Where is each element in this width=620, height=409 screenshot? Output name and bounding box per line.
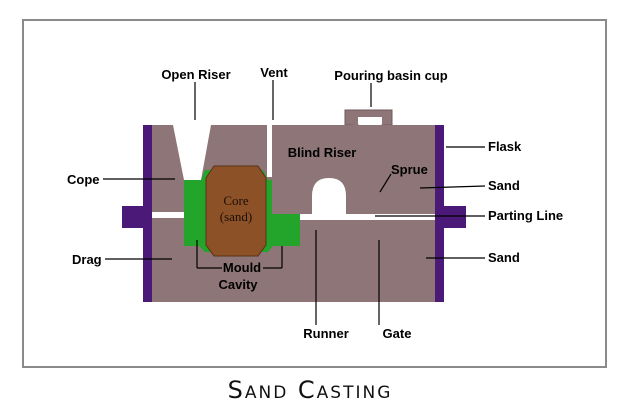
label-flask: Flask	[488, 139, 522, 154]
flask-wall-right	[435, 125, 444, 302]
label-mould: Mould	[223, 260, 261, 275]
core-sand-label: (sand)	[220, 209, 253, 224]
label-drag: Drag	[72, 252, 102, 267]
label-gate: Gate	[383, 326, 412, 341]
label-cope: Cope	[67, 172, 100, 187]
label-sand-upper: Sand	[488, 178, 520, 193]
label-pouring-basin-cup: Pouring basin cup	[334, 68, 447, 83]
blind-riser-cavity	[312, 178, 346, 220]
label-runner: Runner	[303, 326, 349, 341]
flask-handle-left	[122, 206, 144, 228]
diagram-title: Sand Casting	[228, 376, 393, 404]
label-open-riser: Open Riser	[161, 67, 230, 82]
open-riser	[173, 125, 211, 180]
pointer-lines	[103, 80, 486, 325]
flask-wall-left	[143, 125, 152, 302]
flask-handle-right	[444, 206, 466, 228]
label-blind-riser: Blind Riser	[288, 145, 357, 160]
label-vent: Vent	[260, 65, 288, 80]
sand-core	[205, 165, 267, 257]
drag-step-right	[285, 220, 435, 302]
label-parting-line: Parting Line	[488, 208, 563, 223]
drag-step-left	[152, 218, 199, 302]
label-sprue: Sprue	[391, 162, 428, 177]
vent-channel	[267, 125, 272, 177]
core-label: Core	[223, 193, 249, 208]
label-cavity: Cavity	[218, 277, 258, 292]
label-sand-lower: Sand	[488, 250, 520, 265]
